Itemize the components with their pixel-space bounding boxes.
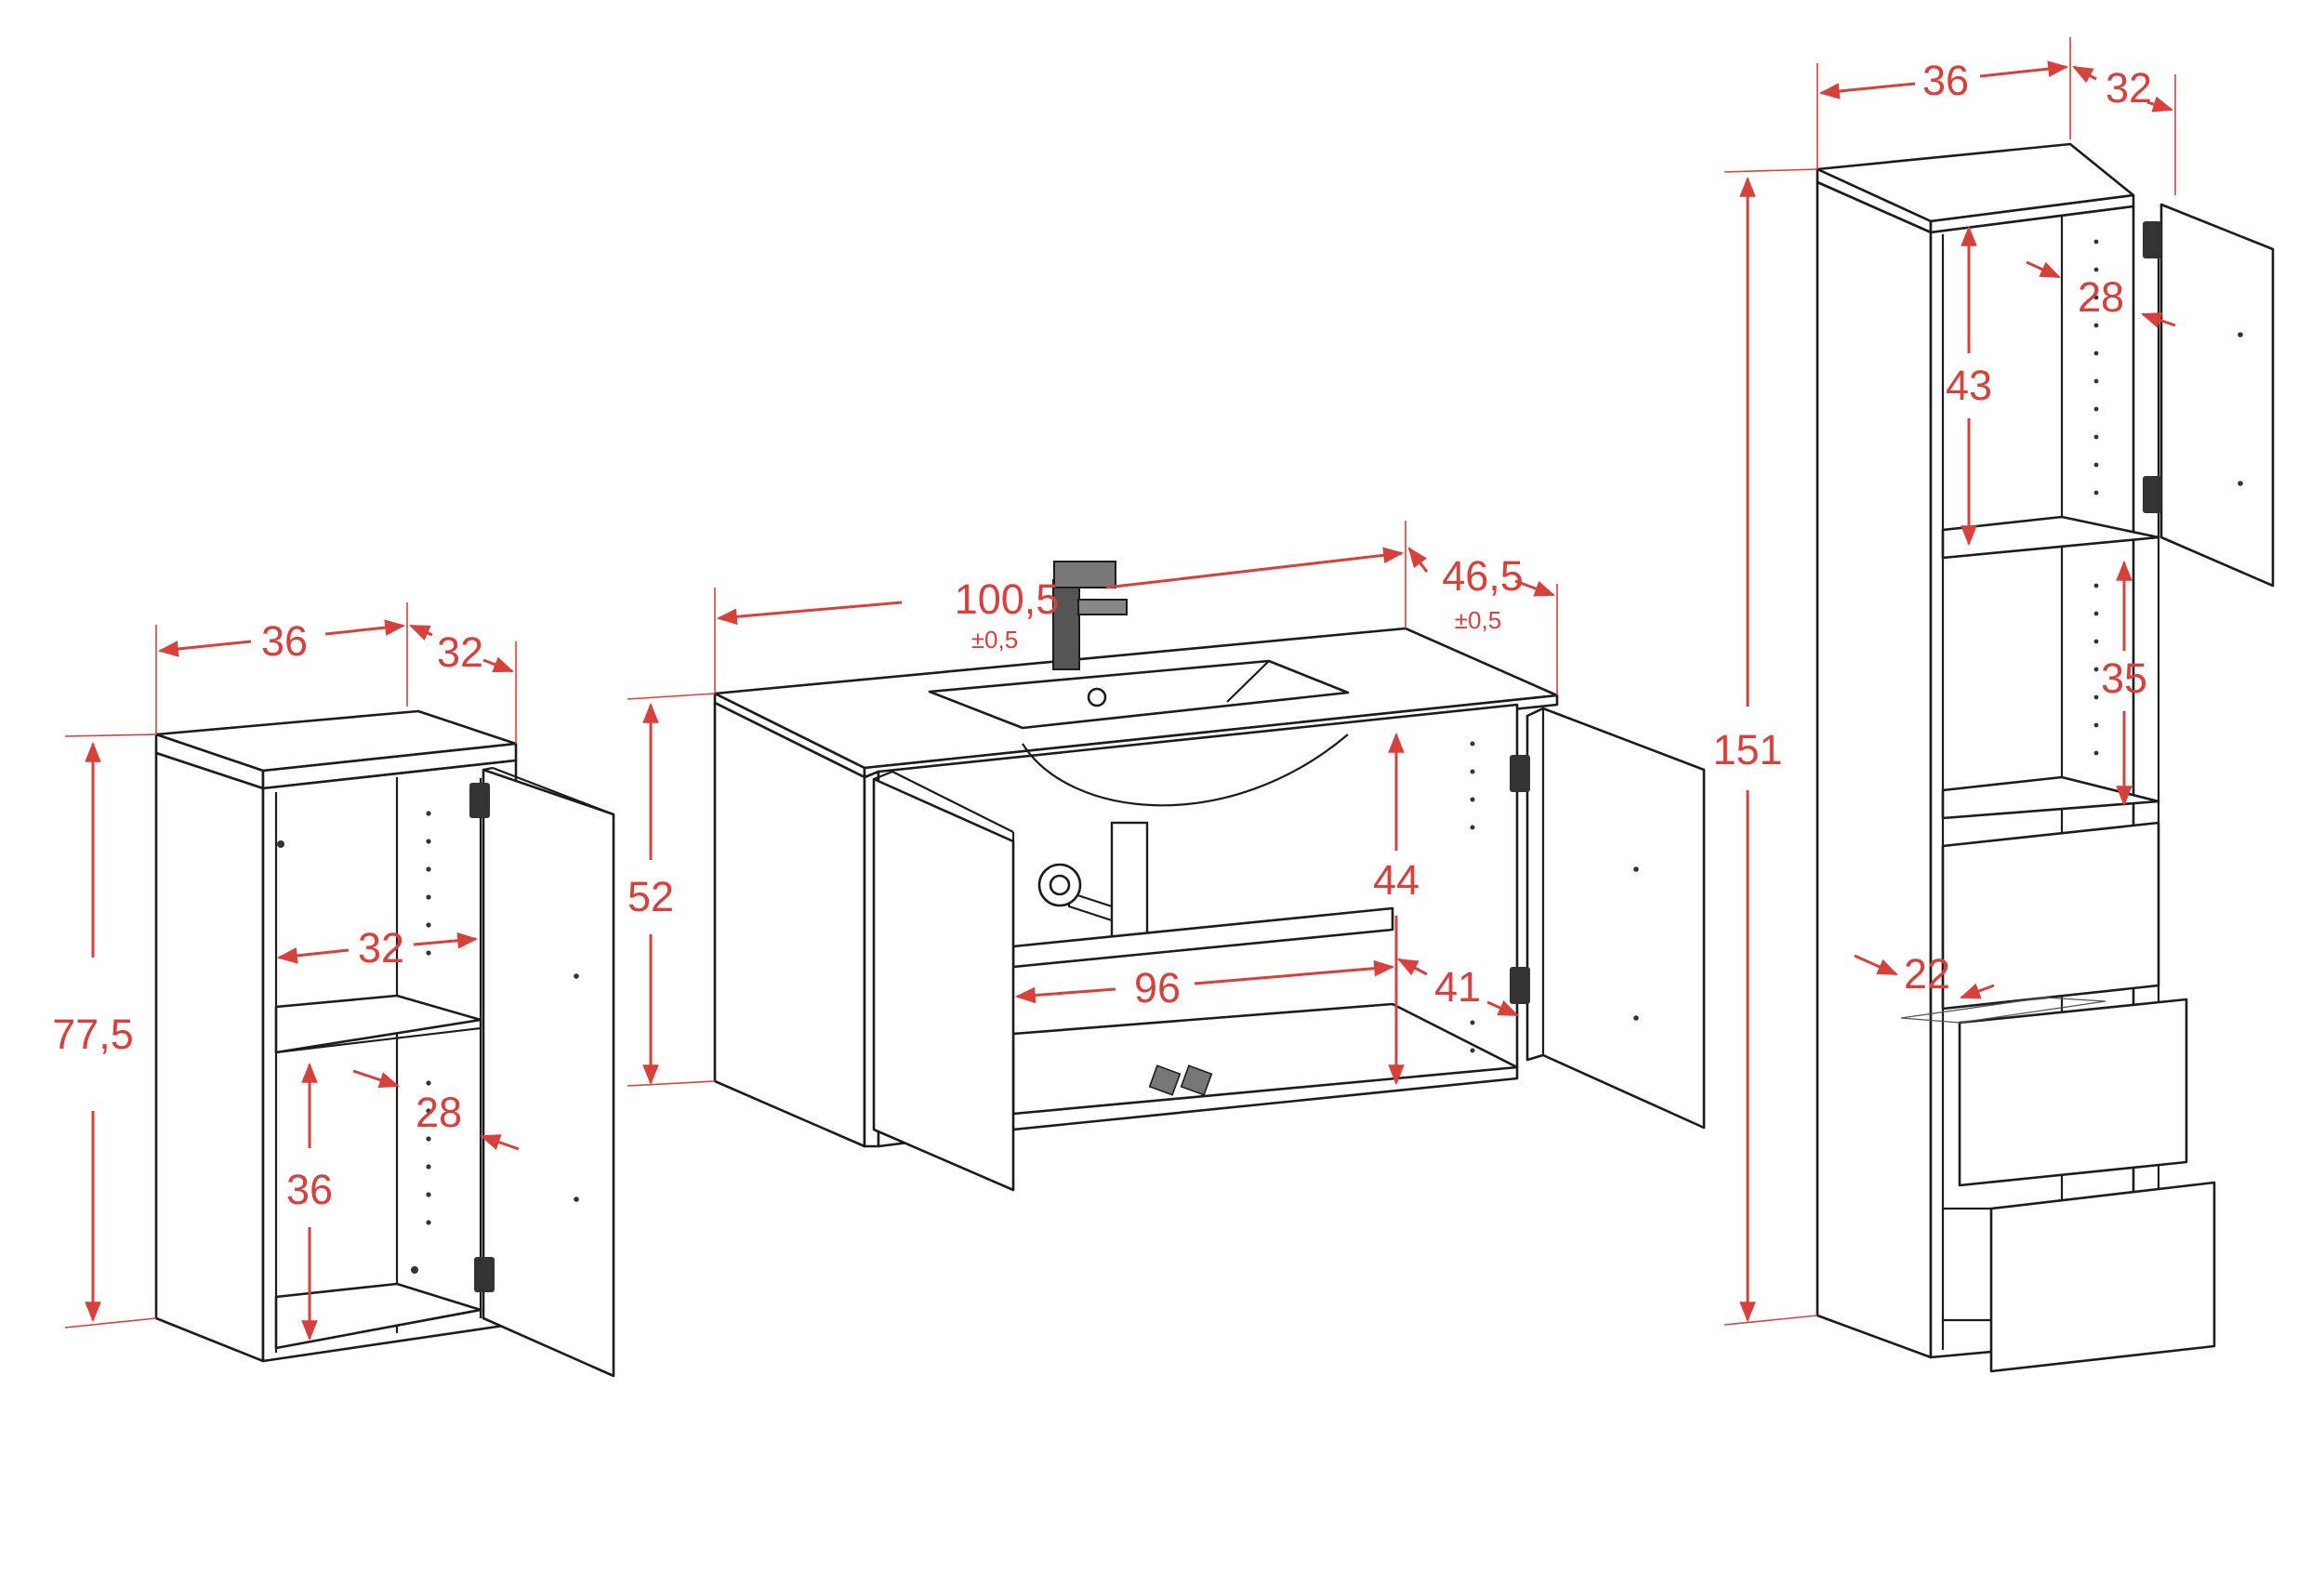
small-depth-label: 32 xyxy=(437,628,483,676)
vanity-width-tolerance: ±0,5 xyxy=(971,626,1018,654)
tall-depth-label: 32 xyxy=(2106,64,2152,112)
tall-upper-height-label: 43 xyxy=(1946,362,1992,409)
drain-pipe xyxy=(1037,821,1149,945)
vanity-inner-width-label: 96 xyxy=(1134,964,1181,1011)
faucet-icon xyxy=(1052,561,1128,670)
drawer-3 xyxy=(1989,1181,2216,1373)
small-lower-height-label: 36 xyxy=(286,1166,333,1213)
small-cabinet-dimensions: 36 32 77,5 32 28 36 xyxy=(52,602,520,1342)
vanity-inner-height-label: 44 xyxy=(1373,856,1419,904)
hinge-icon xyxy=(1510,755,1530,1004)
tall-drawer-depth-label: 22 xyxy=(1904,950,1950,998)
shelf-hole-dots xyxy=(426,811,431,1225)
hinge-icon xyxy=(2143,221,2161,513)
small-door-depth-label: 28 xyxy=(416,1089,462,1136)
small-width-label: 36 xyxy=(261,617,308,665)
small-cabinet-drawing xyxy=(154,709,615,1378)
dimension-annotations: 36 32 77,5 32 28 36 100,5 xyxy=(52,37,2176,1342)
vanity-depth-label: 46,5 xyxy=(1442,552,1524,600)
tall-width-label: 36 xyxy=(1922,57,1969,104)
vanity-drawing xyxy=(713,561,1706,1192)
small-inner-depth-label: 32 xyxy=(358,924,404,972)
tall-door-depth-label: 28 xyxy=(2078,273,2124,321)
vanity-height-label: 52 xyxy=(627,873,674,920)
vanity-dimensions: 100,5 ±0,5 46,5 ±0,5 52 44 96 41 xyxy=(627,521,1558,1087)
vanity-right-door xyxy=(1525,707,1706,1130)
tall-cabinet-door xyxy=(2159,203,2275,588)
vanity-width-label: 100,5 xyxy=(955,575,1060,623)
vanity-depth-tolerance: ±0,5 xyxy=(1455,606,1501,634)
vanity-left-door xyxy=(872,777,1015,1192)
tall-height-label: 151 xyxy=(1712,726,1782,773)
small-height-label: 77,5 xyxy=(52,1011,134,1058)
hinge-icon xyxy=(469,783,495,1292)
drawer-2 xyxy=(1958,998,2188,1187)
vanity-inner-depth-label: 41 xyxy=(1434,963,1481,1011)
tall-cabinet-drawing xyxy=(1816,142,2275,1373)
tall-middle-height-label: 35 xyxy=(2101,654,2147,702)
shelf-hole-dots xyxy=(2093,239,2099,756)
cabinet-door xyxy=(482,768,615,1378)
drawer-1 xyxy=(1941,821,2160,1011)
tall-cabinet-dimensions: 36 32 151 28 43 35 22 xyxy=(1712,37,2176,1326)
